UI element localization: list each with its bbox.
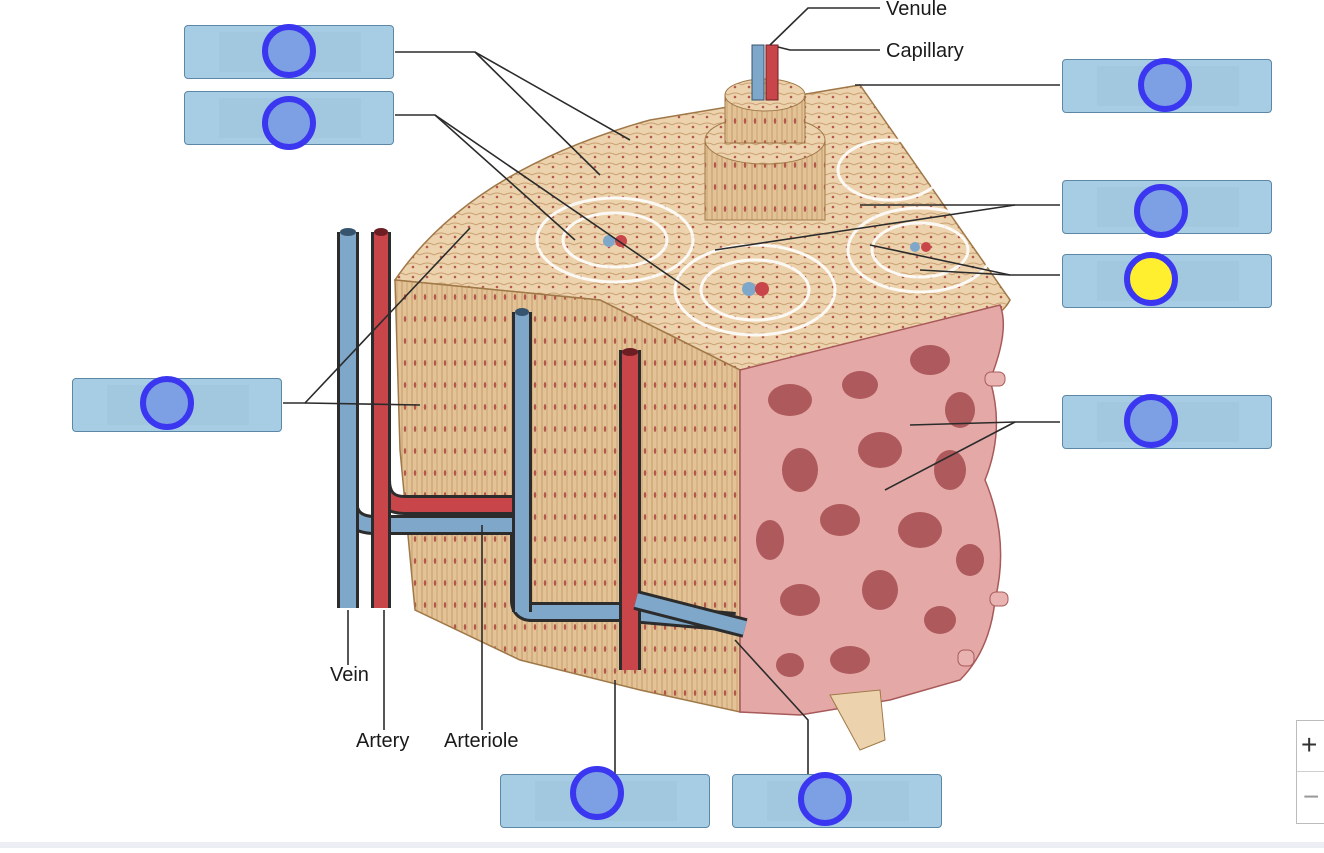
bottom-bar — [0, 842, 1324, 848]
vein-label: Vein — [330, 664, 369, 686]
artery-label: Artery — [356, 730, 410, 752]
hotspot-8[interactable] — [570, 766, 624, 820]
vessels — [337, 228, 748, 670]
zoom-out-button[interactable]: − — [1303, 781, 1320, 812]
zoom-control: + − — [1296, 720, 1324, 824]
hotspot-3[interactable] — [1138, 58, 1192, 112]
hotspot-6[interactable] — [140, 376, 194, 430]
hotspot-1[interactable] — [262, 24, 316, 78]
osteon-rings — [535, 138, 994, 337]
hotspot-5-active[interactable] — [1124, 252, 1178, 306]
zoom-in-button[interactable]: + — [1301, 729, 1318, 760]
trabecula-stubs — [829, 371, 1009, 751]
hotspot-2[interactable] — [262, 96, 316, 150]
central-canals — [603, 235, 931, 296]
arteriole-label: Arteriole — [444, 730, 519, 752]
hotspot-4[interactable] — [1134, 184, 1188, 238]
osteon-column — [704, 44, 826, 221]
spongy-bone-cavities — [756, 345, 984, 677]
hotspot-7[interactable] — [1124, 394, 1178, 448]
venule-label: Venule — [886, 0, 948, 20]
hotspot-9[interactable] — [798, 772, 852, 826]
capillary-label: Capillary — [886, 40, 964, 62]
leader-lines — [283, 7, 1060, 795]
zoom-divider — [1297, 771, 1324, 772]
